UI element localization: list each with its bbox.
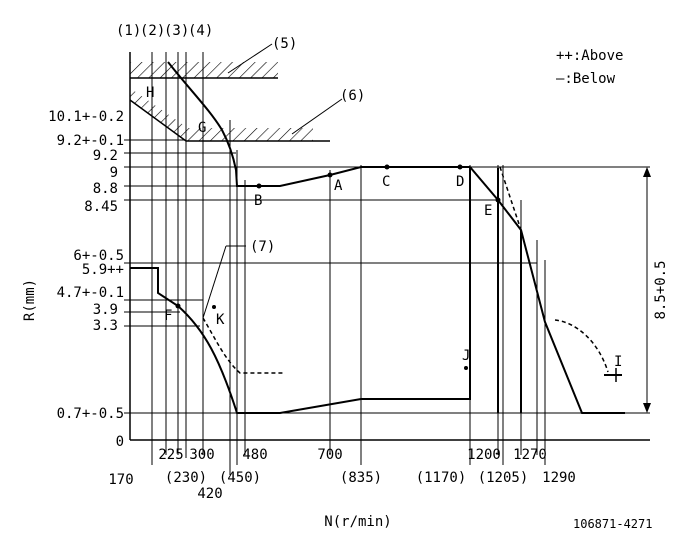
y-tick-label: 5.9++	[82, 262, 124, 278]
x-tick-label: 1200	[467, 447, 501, 463]
point-K: K	[216, 312, 225, 328]
callout-6-label: (6)	[340, 88, 365, 104]
x-tick-label: (1170)	[416, 470, 467, 486]
y-tick-label: 10.1+-0.2	[48, 109, 124, 125]
point-F: F	[164, 308, 172, 324]
legend-above: ++:Above	[556, 48, 623, 64]
y-tick-label: 9.2+-0.1	[57, 133, 124, 149]
characteristic-curves	[130, 61, 625, 414]
x-tick-label: 300	[189, 447, 214, 463]
x-axis-label: N(r/min)	[324, 514, 391, 530]
callout-6-leader	[291, 98, 343, 135]
y-tick-label: 8.45	[84, 199, 118, 215]
part-number: 106871-4271	[573, 517, 652, 531]
y-tick-label: 9.2	[93, 148, 118, 164]
point-C: C	[382, 174, 390, 190]
header-ref-1: (1)	[116, 23, 141, 39]
x-tick-label: 1270	[513, 447, 547, 463]
stopper-5-hatch	[130, 62, 278, 78]
callout-5-label: (5)	[272, 36, 297, 52]
dimension-arrow-top	[643, 167, 651, 177]
dimension-label: 8.5+0.5	[653, 260, 669, 319]
header-ref-2: (2)	[140, 23, 165, 39]
callout-7-leader	[202, 245, 227, 319]
point-D: D	[456, 174, 464, 190]
point-I: I	[614, 354, 622, 370]
x-tick-label: 420	[197, 486, 222, 502]
y-tick-labels: 10.1+-0.2 9.2+-0.1 9.2 9 8.8 8.45 6+-0.5…	[48, 109, 124, 450]
y-tick-label: 6+-0.5	[73, 248, 124, 264]
point-E: E	[484, 203, 492, 219]
stopper-6-hatch	[130, 88, 313, 141]
x-tick-label: 700	[317, 447, 342, 463]
dimension-arrow-bottom	[643, 403, 651, 413]
y-tick-label: 9	[110, 165, 118, 181]
header-ref-3: (3)	[164, 23, 189, 39]
x-tick-label: 170	[108, 472, 133, 488]
y-tick-label: 3.9	[93, 302, 118, 318]
x-tick-label: (450)	[219, 470, 261, 486]
header-ref-4: (4)	[188, 23, 213, 39]
x-tick-label: 225	[158, 447, 183, 463]
y-tick-label: 8.8	[93, 181, 118, 197]
legend-below: —:Below	[556, 71, 616, 87]
point-H: H	[146, 85, 154, 101]
x-tick-label: (1205)	[478, 470, 529, 486]
callout-7-label: (7)	[250, 239, 275, 255]
x-tick-labels: 170 225 (230) 300 420 (450) 480 700 (835…	[108, 447, 576, 502]
y-tick-label: 0.7+-0.5	[57, 406, 124, 422]
x-tick-label: 1290	[542, 470, 576, 486]
y-tick-label: 0	[116, 434, 124, 450]
point-J: J	[462, 348, 470, 364]
point-B: B	[254, 193, 262, 209]
x-tick-label: 480	[242, 447, 267, 463]
dashed-curves	[202, 166, 609, 374]
point-G: G	[198, 120, 206, 136]
point-A: A	[334, 178, 343, 194]
y-tick-label: 3.3	[93, 318, 118, 334]
stopper-6-line	[129, 99, 330, 142]
y-tick-label: 4.7+-0.1	[57, 285, 124, 301]
y-axis-label: R(mm)	[22, 279, 38, 321]
x-tick-label: (230)	[165, 470, 207, 486]
point-dots	[175, 164, 501, 370]
callout-5-leader	[227, 43, 273, 74]
x-tick-label: (835)	[340, 470, 382, 486]
